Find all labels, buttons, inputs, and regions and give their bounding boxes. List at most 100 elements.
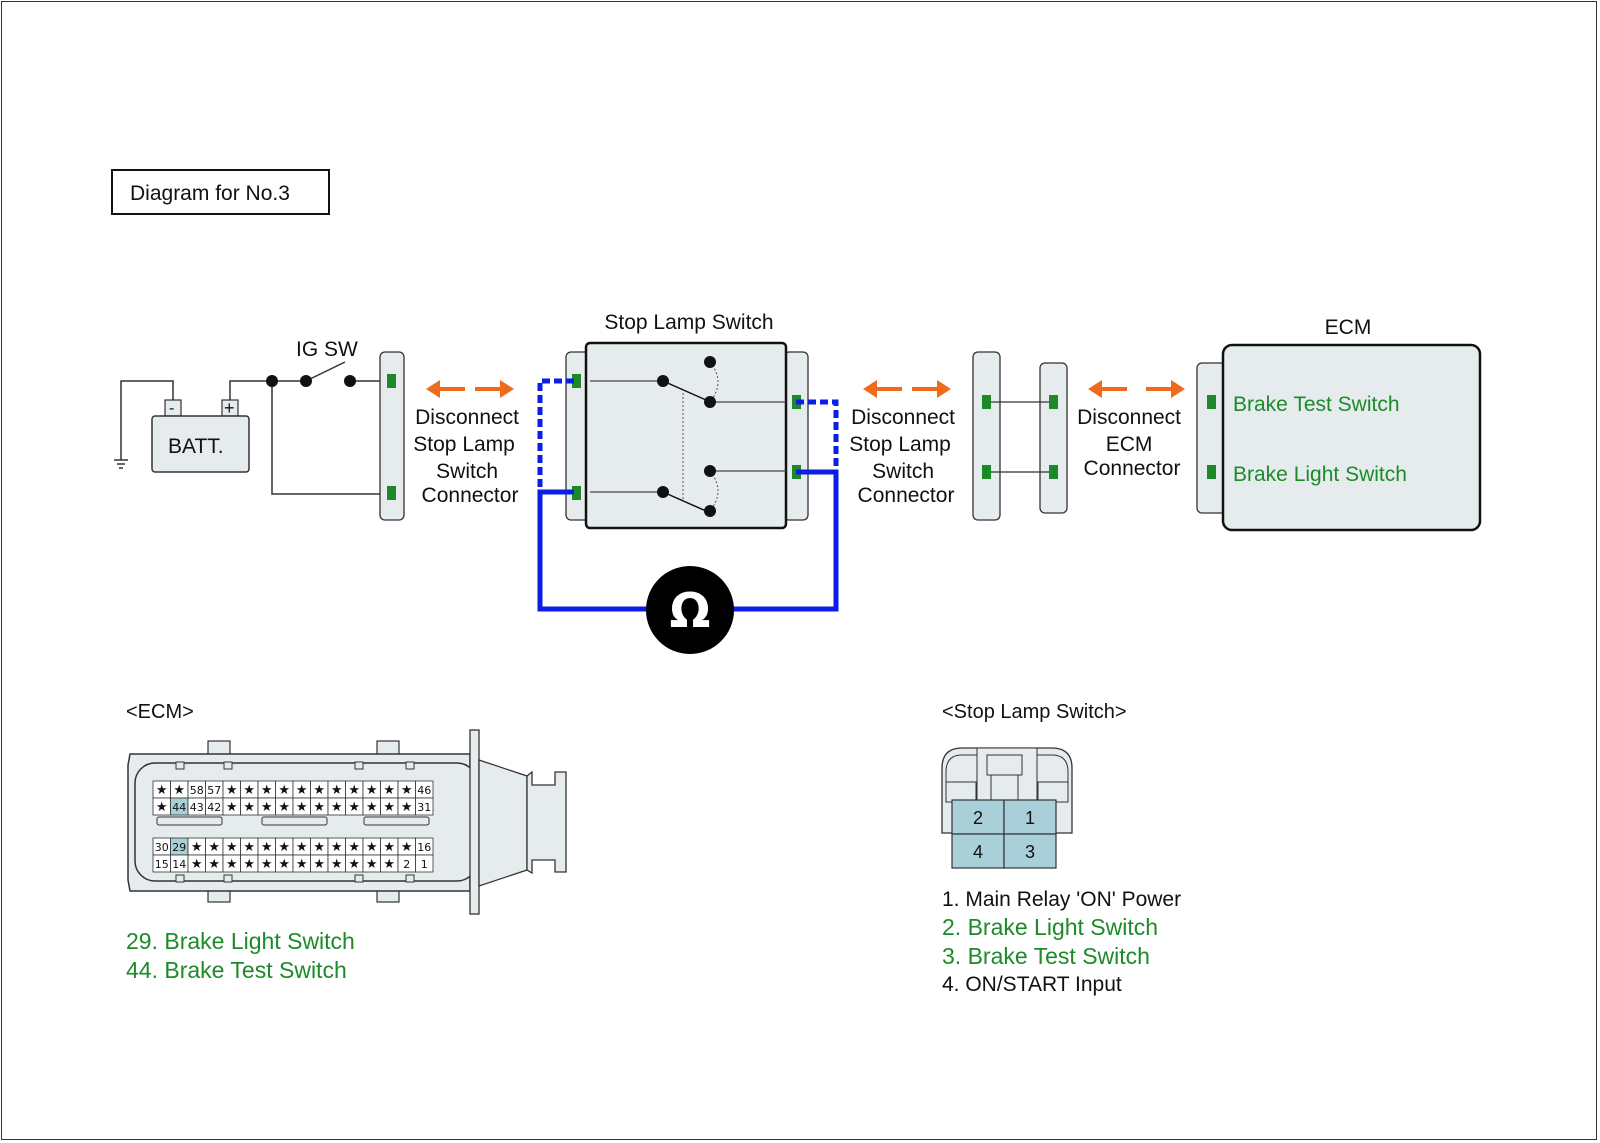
stop-lamp-pin-label: 3 <box>1025 842 1035 862</box>
battery-label: BATT. <box>168 435 224 458</box>
ecm-pin-label: 29 <box>172 841 186 854</box>
ecm-pin-cell <box>415 854 434 873</box>
disconnect-arrow-2 <box>863 380 951 398</box>
ecm-pin-label: ★ <box>278 857 290 872</box>
stop-lamp-legend-item: 2. Brake Light Switch <box>942 914 1158 940</box>
ecm-pin-label: ★ <box>208 857 220 872</box>
ecm-pin-label: ★ <box>313 783 325 798</box>
ecm-connector-legend: 29. Brake Light Switch 44. Brake Test Sw… <box>126 928 355 983</box>
ecm-pin-label: 15 <box>155 858 169 871</box>
ecm-pin-label: ★ <box>261 783 273 798</box>
ecm-pin-label: ★ <box>261 840 273 855</box>
battery-negative-terminal: - <box>169 400 174 417</box>
ecm-pin-label: ★ <box>331 840 343 855</box>
ecm-pin-label: 14 <box>172 858 186 871</box>
ecm-pin-label: 57 <box>207 784 221 797</box>
stop-lamp-pin-cell <box>951 833 1005 869</box>
ecm-label: ECM <box>1325 316 1372 339</box>
ecm-pin-label: ★ <box>296 857 308 872</box>
ecm-pin-label: ★ <box>191 840 203 855</box>
ecm-pin-label: 43 <box>190 801 204 814</box>
ecm-pin-label: ★ <box>401 800 413 815</box>
title-box: Diagram for No.3 <box>111 169 330 215</box>
harness-connector-1[interactable] <box>379 351 405 521</box>
ecm-pin-label: ★ <box>401 840 413 855</box>
ecm-pin-label: 30 <box>155 841 169 854</box>
ecm-pin-label: ★ <box>296 840 308 855</box>
harness-connector-2[interactable] <box>972 351 1068 521</box>
ecm-pin-label: 16 <box>417 841 431 854</box>
pin-terminal <box>387 374 396 388</box>
ecm-pin-label: ★ <box>331 800 343 815</box>
ecm-pin-label: ★ <box>173 783 185 798</box>
ecm-module[interactable]: ECM Brake Test Switch Brake Light Switch <box>1196 316 1482 532</box>
ecm-pin-label: 42 <box>207 801 221 814</box>
ecm-pin-label: ★ <box>278 800 290 815</box>
ecm-pin-label: ★ <box>313 840 325 855</box>
ecm-pin-label: ★ <box>156 783 168 798</box>
stop-lamp-legend-item: 3. Brake Test Switch <box>942 943 1150 969</box>
ecm-pin-label: ★ <box>383 840 395 855</box>
ohmmeter-icon: Ω <box>646 566 734 654</box>
ecm-legend-item: 44. Brake Test Switch <box>126 957 347 983</box>
battery-positive-terminal: + <box>224 398 235 418</box>
ecm-pin-label: ★ <box>226 857 238 872</box>
ecm-pin-label: ★ <box>331 857 343 872</box>
stop-lamp-switch-label: Stop Lamp Switch <box>604 311 773 334</box>
stop-lamp-pin-cell <box>951 799 1005 835</box>
ecm-pin-label: 46 <box>417 784 431 797</box>
ecm-pin-label: ★ <box>243 800 255 815</box>
ecm-pin-cell <box>415 797 434 816</box>
ecm-pin-label: 58 <box>190 784 204 797</box>
ecm-pin-label: ★ <box>156 800 168 815</box>
ecm-pin-label: ★ <box>243 857 255 872</box>
ecm-pin-label: ★ <box>366 800 378 815</box>
ig-sw-label: IG SW <box>296 338 358 361</box>
ecm-pin-brake-test-switch: Brake Test Switch <box>1233 393 1400 416</box>
ecm-pin-label: ★ <box>226 783 238 798</box>
ground-icon <box>114 459 128 469</box>
disconnect-stop-lamp-label-2: Disconnect Stop Lamp Switch Connector <box>849 406 961 507</box>
ecm-pin-brake-light-switch: Brake Light Switch <box>1233 463 1407 486</box>
ohmmeter-leads <box>537 378 839 612</box>
ecm-pin-label: ★ <box>313 857 325 872</box>
ecm-pin-label: ★ <box>366 783 378 798</box>
ecm-pin-label: ★ <box>243 840 255 855</box>
stop-lamp-pin-label: 4 <box>973 842 983 862</box>
ecm-pin-label: ★ <box>401 783 413 798</box>
ecm-pin-label: 44 <box>172 801 186 814</box>
ecm-pin-label: 2 <box>403 858 410 871</box>
disconnect-stop-lamp-label-1: Disconnect Stop Lamp Switch Connector <box>413 406 525 507</box>
ecm-pin-label: ★ <box>383 800 395 815</box>
stop-lamp-pin-label: 1 <box>1025 808 1035 828</box>
ecm-pin-label: 31 <box>417 801 431 814</box>
ecm-pin-label: ★ <box>261 800 273 815</box>
svg-text:Ω: Ω <box>670 583 711 639</box>
stop-lamp-switch[interactable]: Stop Lamp Switch <box>565 311 809 530</box>
ecm-pin-label: ★ <box>296 800 308 815</box>
ecm-pin-label: ★ <box>243 783 255 798</box>
ecm-pin-label: 1 <box>421 858 428 871</box>
ecm-pin-label: ★ <box>366 840 378 855</box>
ecm-pin-label: ★ <box>226 840 238 855</box>
ecm-pin-label: ★ <box>278 783 290 798</box>
ecm-pin-label: ★ <box>383 783 395 798</box>
stop-lamp-pin-cell <box>1003 833 1057 869</box>
ecm-pin-label: ★ <box>383 857 395 872</box>
disconnect-arrow-3 <box>1088 380 1185 398</box>
ecm-pin-label: ★ <box>226 800 238 815</box>
diagram-title: Diagram for No.3 <box>130 182 290 205</box>
disconnect-ecm-label: Disconnect ECM Connector <box>1077 406 1187 480</box>
battery: - + BATT. <box>114 380 250 473</box>
ecm-pin-label: ★ <box>191 857 203 872</box>
ecm-pin-label: ★ <box>348 840 360 855</box>
ecm-pin-label: ★ <box>208 840 220 855</box>
ecm-pin-label: ★ <box>296 783 308 798</box>
pin-terminal <box>387 486 396 500</box>
stop-lamp-connector-legend: 1. Main Relay 'ON' Power 2. Brake Light … <box>942 888 1181 996</box>
ecm-pin-label: ★ <box>313 800 325 815</box>
ecm-pin-label: ★ <box>261 857 273 872</box>
